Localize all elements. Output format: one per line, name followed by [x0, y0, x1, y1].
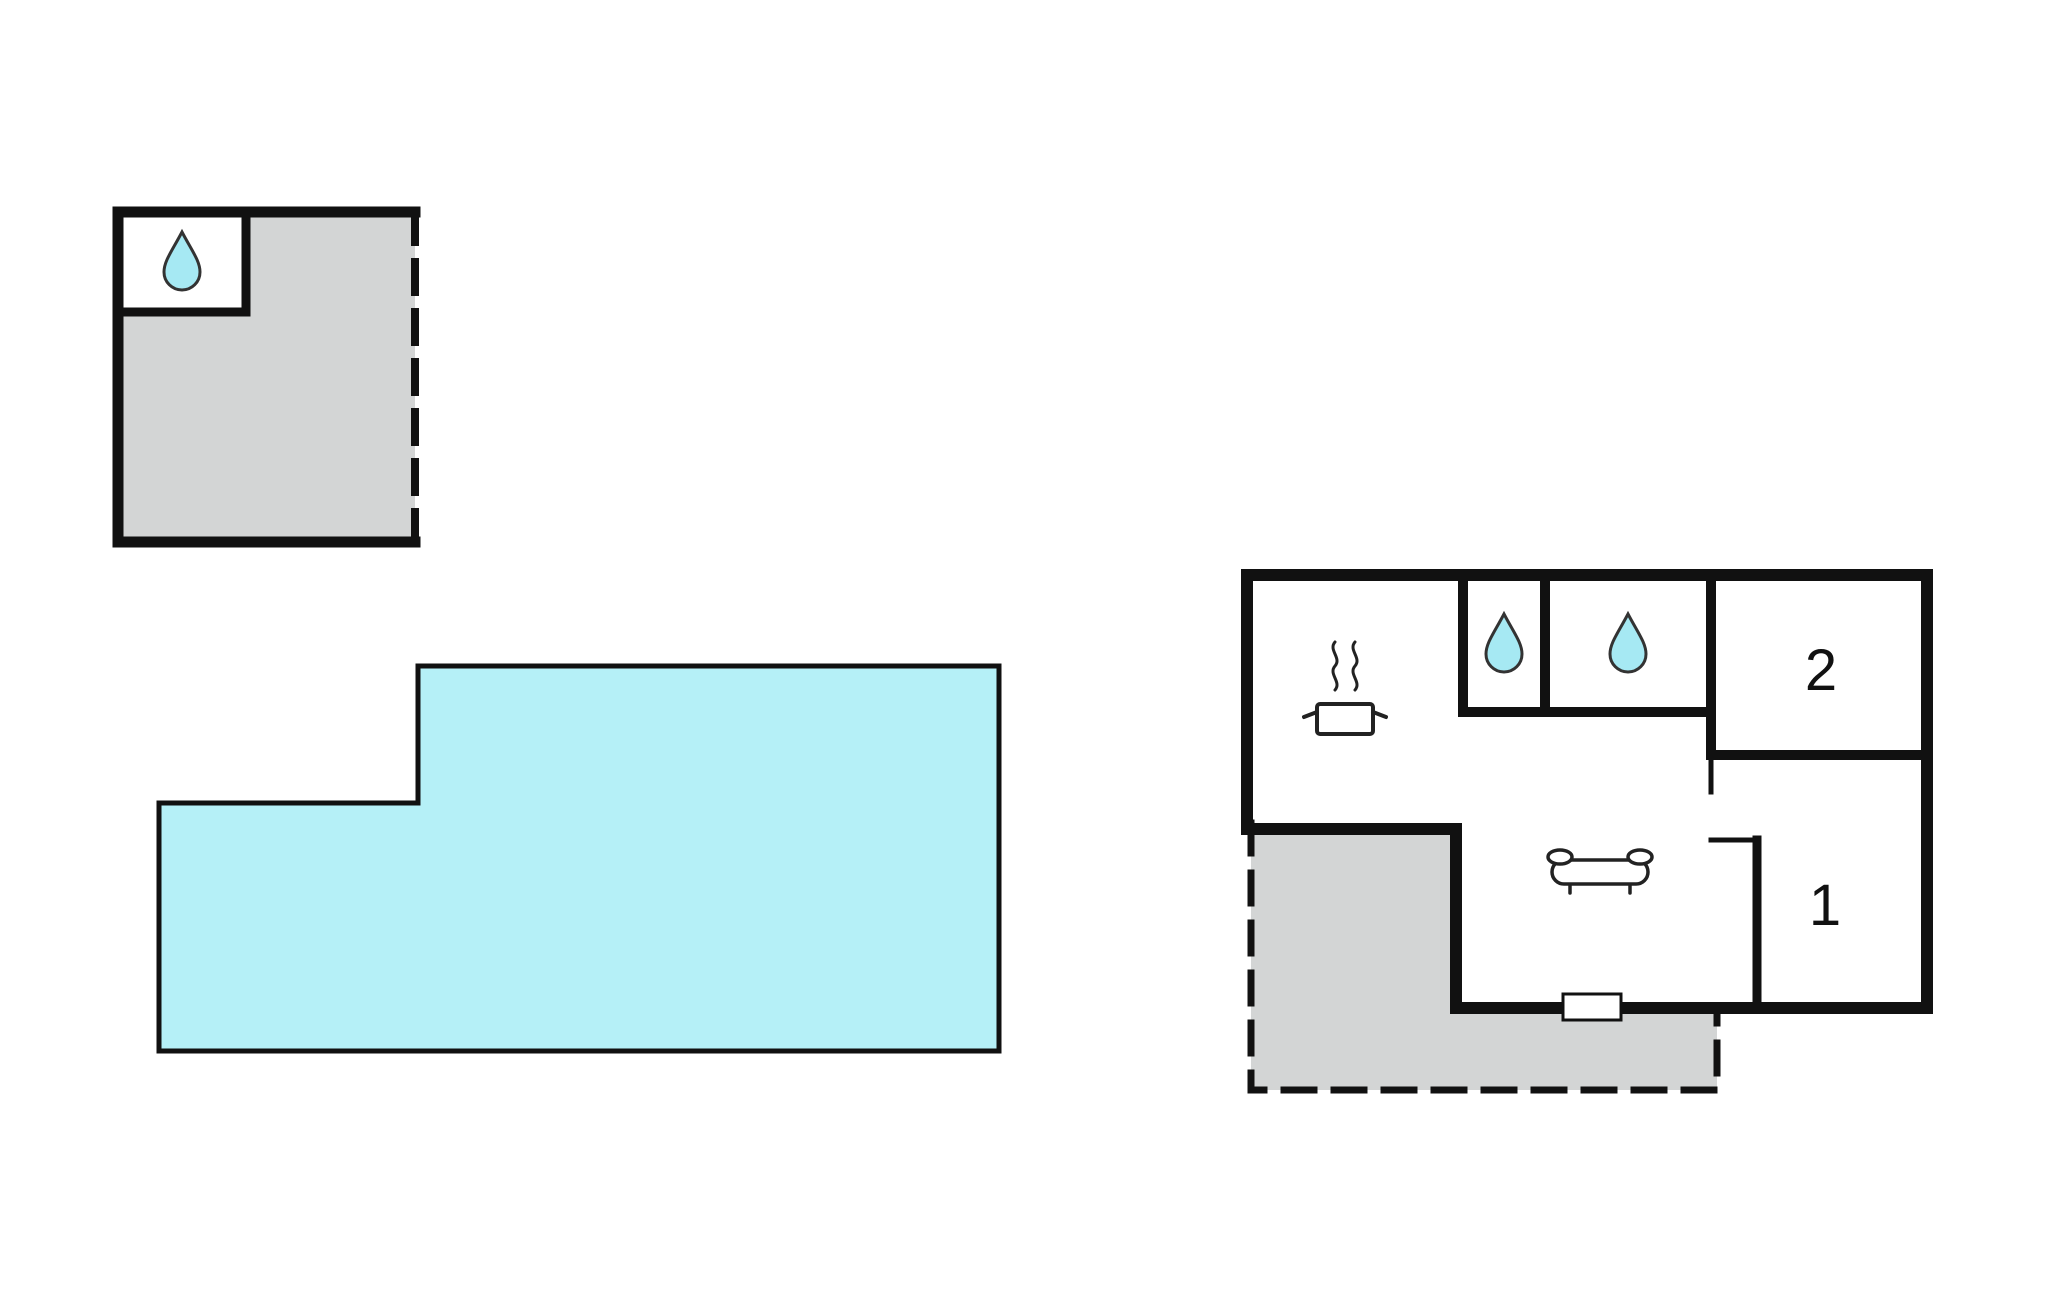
pot-body: [1315, 702, 1375, 736]
cooking-pot-icon: [1302, 640, 1388, 736]
sofa-armrest-right: [1626, 848, 1654, 866]
steam-line: [1351, 640, 1359, 692]
sofa-body: [1550, 858, 1650, 886]
water-drop-icon: [1484, 610, 1524, 674]
icons: [162, 228, 1654, 895]
pot-handles: [1302, 710, 1388, 719]
annex-bathroom-wall: [113, 207, 251, 317]
terrace-area: [1251, 829, 1717, 1090]
house-outer-walls: [1241, 569, 1933, 1014]
sofa-icon: [1546, 848, 1654, 895]
bedroom-1-label: 1: [1809, 873, 1841, 938]
annex-outer-walls: [112, 206, 421, 548]
terrace-dashed-border: [1247, 819, 1721, 1094]
bedroom-2-label: 2: [1805, 638, 1837, 703]
filled-areas: [118, 212, 1717, 1090]
walls: [112, 206, 1933, 1094]
water-drop-icon: [1608, 610, 1648, 674]
swimming-pool: [156, 663, 1002, 1054]
steam-line: [1331, 640, 1339, 692]
door-threshold: [1561, 992, 1623, 1022]
water-drop-icon: [162, 228, 202, 292]
sofa-armrest-left: [1546, 848, 1574, 866]
